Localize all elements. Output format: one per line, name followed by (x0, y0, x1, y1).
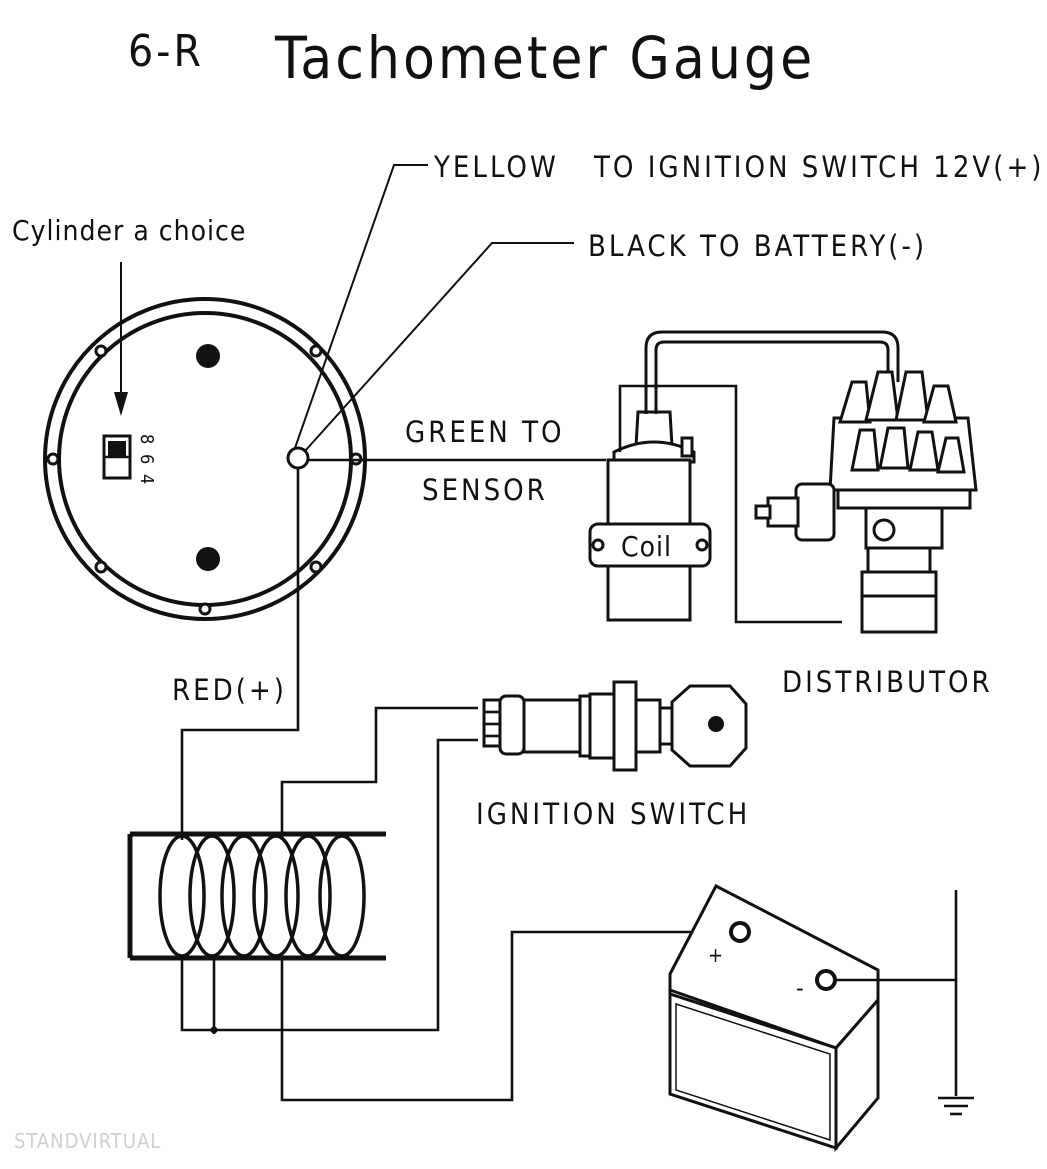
mounting-hole (196, 547, 220, 571)
black-wire-leader (304, 242, 574, 452)
coil-label: Coil (621, 530, 672, 563)
high-tension-lead (644, 330, 900, 414)
rim-nub (198, 602, 212, 616)
red-wire (180, 468, 300, 840)
green-wire-label-line1: GREEN TO (405, 415, 565, 449)
switch-position-8: 8 (136, 434, 157, 444)
battery: + - (668, 883, 880, 1153)
rim-nub (309, 344, 323, 358)
ballast-resistor (127, 831, 386, 961)
distributor-label: DISTRIBUTOR (782, 665, 993, 699)
battery-positive-label: + (708, 943, 723, 967)
coil-to-distributor-wire (618, 384, 842, 624)
battery-negative-label: - (796, 974, 804, 1002)
black-wire-label: BLACK TO BATTERY(-) (588, 229, 927, 263)
rim-nub (94, 560, 108, 574)
model-code: 6-R (128, 26, 204, 77)
cylinder-choice-label: Cylinder a choice (12, 214, 246, 247)
switch-position-4: 4 (136, 474, 157, 484)
ignition-coil: Coil (588, 410, 712, 622)
ignition-switch (482, 680, 748, 772)
rim-nub (309, 560, 323, 574)
arrow-down-icon (114, 392, 128, 416)
battery-positive-wire (280, 930, 732, 1102)
ignition-switch-label: IGNITION SWITCH (476, 797, 750, 831)
switch-top-wire (280, 706, 478, 838)
battery-positive-terminal (729, 921, 751, 943)
yellow-wire-color-label: YELLOW (433, 150, 559, 184)
distributor (754, 370, 978, 634)
green-wire-label-line2: SENSOR (422, 473, 548, 507)
watermark: STANDVIRTUAL (14, 1129, 161, 1153)
rim-nub (94, 344, 108, 358)
battery-negative-terminal (815, 969, 837, 991)
page-title: Tachometer Gauge (274, 24, 815, 92)
red-wire-label: RED(+) (172, 673, 287, 707)
mounting-hole (196, 344, 220, 368)
switch-bottom-wire (180, 738, 478, 1032)
yellow-wire-destination-label: TO IGNITION SWITCH 12V(+) (593, 150, 1045, 184)
yellow-wire-leader (294, 164, 428, 449)
switch-position-6: 6 (136, 454, 157, 464)
rim-nub (46, 452, 60, 466)
ground-symbol-icon (938, 1096, 974, 1116)
